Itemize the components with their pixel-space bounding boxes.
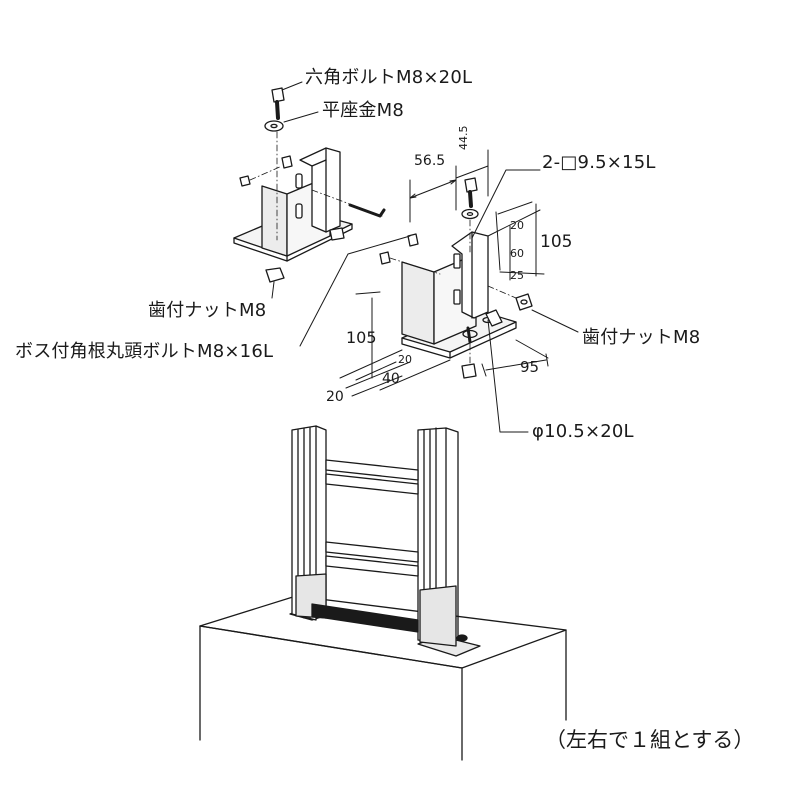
dim-105-right: 105 xyxy=(540,232,573,252)
toothed-nut-right-label: 歯付ナットM8 xyxy=(582,327,701,348)
boss-bolt-label: ボス付角根丸頭ボルトM8×16L xyxy=(15,341,274,362)
dimension-lines xyxy=(339,149,549,397)
flat-washer-label: 平座金M8 xyxy=(322,100,404,121)
round-hole-label: φ10.5×20L xyxy=(532,421,634,442)
dim-40: 40 xyxy=(382,371,400,387)
hex-bolt-label: 六角ボルトM8×20L xyxy=(305,67,473,88)
right-fasteners xyxy=(379,177,533,379)
left-bracket xyxy=(233,147,353,262)
dim-56-5: 56.5 xyxy=(414,153,446,169)
square-hole-label: 2-□9.5×15L xyxy=(542,152,656,173)
toothed-nut-left-label: 歯付ナットM8 xyxy=(148,300,267,321)
leader-lines xyxy=(271,81,579,433)
dim-60: 60 xyxy=(510,247,524,260)
dim-20-bottom: 20 xyxy=(326,389,344,405)
dim-20-top: 20 xyxy=(510,219,524,232)
ladder-on-base xyxy=(199,425,567,761)
dim-44-5: 44.5 xyxy=(457,125,470,151)
dim-25: 25 xyxy=(510,269,524,282)
pair-note: （左右で１組とする） xyxy=(545,728,755,752)
right-bracket xyxy=(401,231,517,359)
dim-105-left: 105 xyxy=(346,328,377,347)
dim-20-small: 20 xyxy=(398,353,412,366)
left-fasteners xyxy=(239,87,386,283)
dim-95: 95 xyxy=(520,358,540,376)
